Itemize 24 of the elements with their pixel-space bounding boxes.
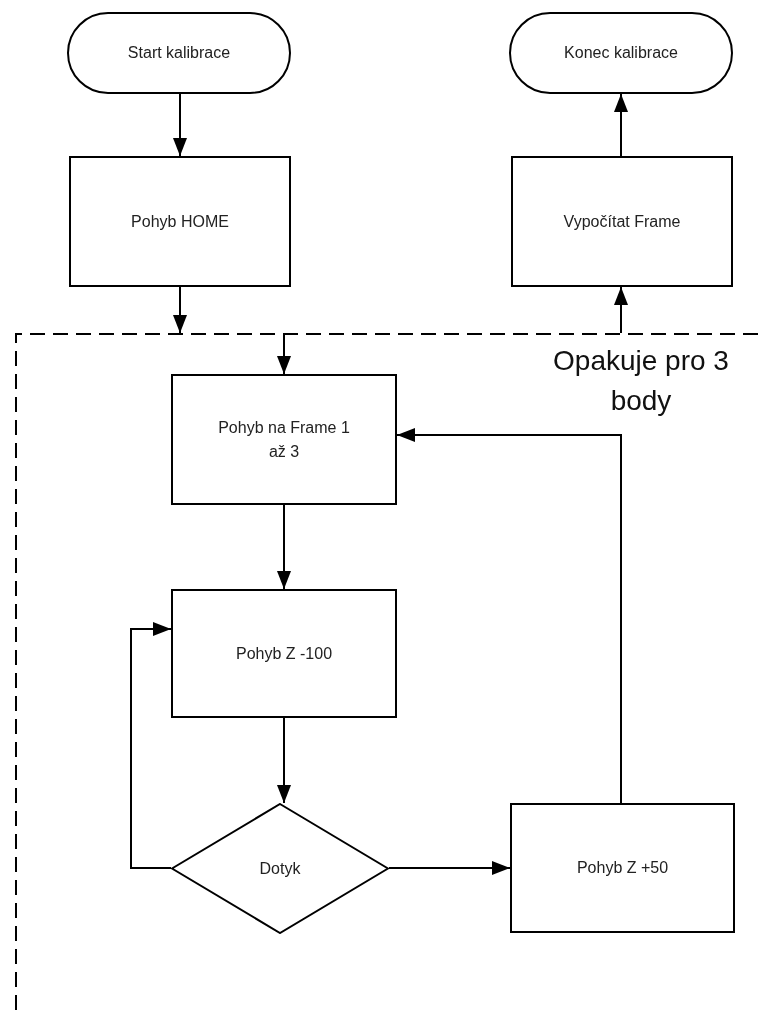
- arrow: [396, 428, 622, 804]
- node-label: Start kalibrace: [126, 43, 232, 63]
- node-label: Pohyb Z +50: [575, 858, 670, 878]
- node-label: Vypočítat Frame: [562, 211, 682, 232]
- process-box: [511, 156, 733, 287]
- arrow: [388, 861, 511, 875]
- arrow: [130, 622, 172, 869]
- node-label: Dotyk: [258, 858, 302, 879]
- arrow: [173, 93, 187, 157]
- arrow: [614, 93, 628, 157]
- node-label: Konec kalibrace: [563, 43, 679, 63]
- arrow: [277, 332, 291, 375]
- process-box: [171, 589, 397, 718]
- loop-label: Opakuje pro 3 body: [552, 344, 730, 418]
- arrow: [614, 286, 628, 334]
- arrow: [173, 286, 187, 334]
- process-box: [69, 156, 291, 287]
- node-label: Pohyb Z -100: [234, 643, 334, 664]
- process-box: [510, 803, 735, 933]
- node-label: Pohyb HOME: [130, 211, 230, 232]
- node-label: Pohyb na Frame 1 až 3: [217, 417, 351, 462]
- arrow: [277, 504, 291, 590]
- process-box: [171, 374, 397, 505]
- arrow: [277, 717, 291, 804]
